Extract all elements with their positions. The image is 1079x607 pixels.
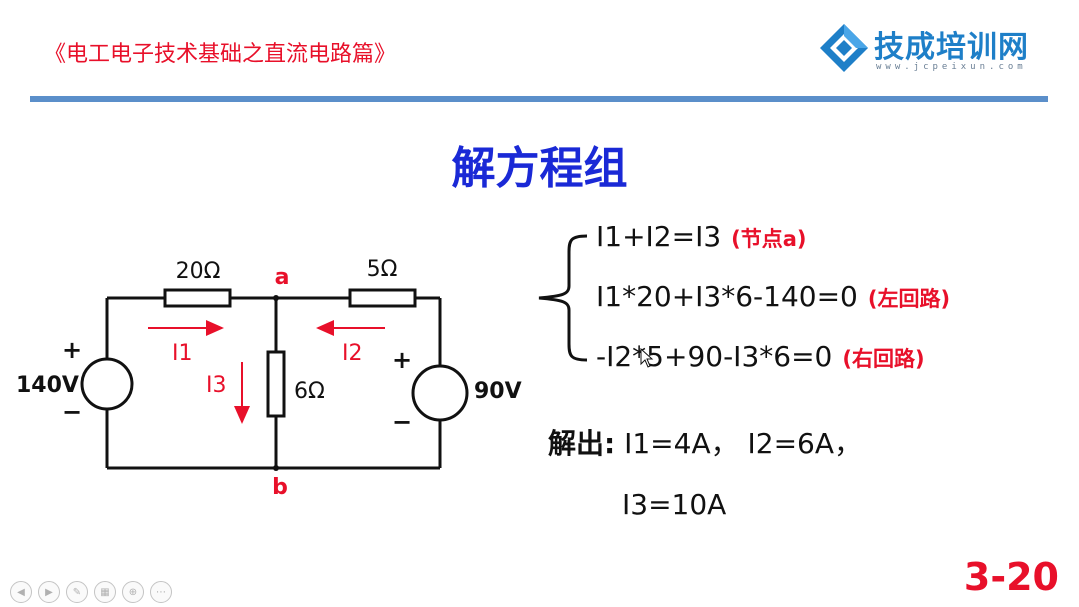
- solution-label: 解出:: [548, 427, 616, 460]
- next-icon[interactable]: ▶: [38, 581, 60, 603]
- voltage-source-right: [411, 364, 469, 422]
- label-minus-left: −: [62, 398, 82, 426]
- solution-line-2: I3=10A: [622, 488, 727, 521]
- resistor-6ohm: [266, 350, 286, 418]
- mouse-cursor-icon: [640, 348, 654, 368]
- header-rule: [30, 96, 1048, 102]
- resistor-20ohm: [163, 288, 232, 308]
- more-icon[interactable]: ⋯: [150, 581, 172, 603]
- equation-left-loop: I1*20+I3*6-140=0 (左回路): [596, 280, 950, 313]
- label-plus-left: +: [62, 336, 82, 364]
- label-i2: I2: [342, 341, 363, 366]
- equation-node-tag: (节点a): [731, 227, 807, 251]
- equation-left-loop-tag: (左回路): [867, 287, 951, 311]
- solution-values-1: I1=4A， I2=6A，: [624, 427, 863, 460]
- circuit-diagram: 20Ω 5Ω 6Ω a b 140V 90V + − + − I1 I2 I3: [16, 257, 522, 500]
- label-20ohm: 20Ω: [176, 259, 221, 284]
- label-6ohm: 6Ω: [294, 379, 325, 404]
- label-i3: I3: [206, 373, 227, 398]
- logo-text: 技成培训网: [874, 30, 1029, 65]
- pages-icon[interactable]: ▦: [94, 581, 116, 603]
- label-5ohm: 5Ω: [367, 257, 398, 282]
- node-b-dot: [273, 465, 279, 471]
- equation-left-loop-expr: I1*20+I3*6-140=0: [596, 280, 858, 313]
- slide-title: 解方程组: [451, 143, 628, 194]
- equation-right-loop: -I2*5+90-I3*6=0 (右回路): [596, 340, 925, 373]
- label-source-right: 90V: [474, 379, 522, 404]
- label-plus-right: +: [392, 346, 412, 374]
- node-a-dot: [273, 295, 279, 301]
- pen-icon[interactable]: ✎: [66, 581, 88, 603]
- course-title: 《电工电子技术基础之直流电路篇》: [44, 42, 397, 67]
- label-minus-right: −: [392, 408, 412, 436]
- equation-node: I1+I2=I3 (节点a): [596, 220, 807, 253]
- label-source-left: 140V: [16, 373, 79, 398]
- logo: 技成培训网 www.jcpeixun.com: [818, 20, 1058, 80]
- equation-right-loop-tag: (右回路): [842, 347, 925, 371]
- label-i1: I1: [172, 341, 193, 366]
- logo-url: www.jcpeixun.com: [876, 62, 1027, 72]
- slide-toolbar: ◀ ▶ ✎ ▦ ⊕ ⋯: [10, 581, 172, 603]
- resistor-5ohm: [348, 288, 417, 308]
- solution-line-1: 解出: I1=4A， I2=6A，: [548, 422, 862, 462]
- equation-right-loop-expr: -I2*5+90-I3*6=0: [596, 340, 833, 373]
- equation-brace: [538, 234, 588, 362]
- zoom-icon[interactable]: ⊕: [122, 581, 144, 603]
- logo-diamond-icon: [820, 24, 868, 72]
- voltage-source-left: [80, 357, 134, 411]
- label-node-b: b: [272, 475, 288, 500]
- prev-icon[interactable]: ◀: [10, 581, 32, 603]
- label-node-a: a: [275, 265, 290, 290]
- page-number: 3-20: [963, 555, 1059, 599]
- equation-node-expr: I1+I2=I3: [596, 220, 722, 253]
